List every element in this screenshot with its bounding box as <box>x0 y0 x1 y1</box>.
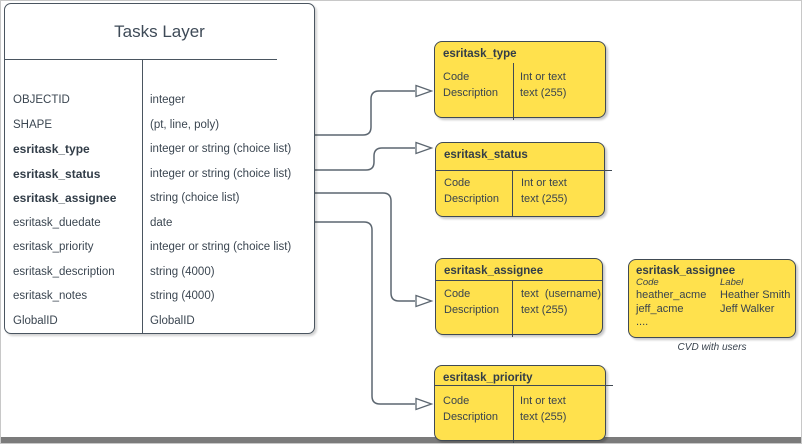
arrow-right-icon <box>415 84 434 98</box>
field-type: integer or string (choice list) <box>150 143 292 155</box>
code-type: Int or text <box>520 71 566 83</box>
field-type: string (4000) <box>150 265 215 278</box>
code-type: Int or text <box>520 395 566 407</box>
description-label: Description <box>443 86 499 99</box>
field-name: GlobalID <box>13 314 58 327</box>
code-label: Code <box>443 71 470 83</box>
choice-list-esritask-type: esritask_type Code Description Int or te… <box>434 41 606 120</box>
header-divider <box>435 385 613 386</box>
cvd-column-headers: Code Label <box>636 277 795 289</box>
code-label: Code <box>444 177 471 189</box>
code-type: Int or text <box>521 177 567 189</box>
table-row: OBJECTID integer <box>5 88 314 113</box>
title-divider <box>5 59 277 60</box>
code-label: Code <box>444 288 471 300</box>
description-label: Description <box>443 410 499 423</box>
choice-list-esritask-status: esritask_status Code Description Int or … <box>435 142 612 217</box>
description-type: text (255) <box>521 303 568 316</box>
code-type: text (username) <box>521 288 602 300</box>
table-row: SHAPE (pt, line, poly) <box>5 113 314 138</box>
choice-list-esritask-assignee: esritask_assignee Code Description text … <box>435 258 603 337</box>
connector-status <box>315 147 415 171</box>
field-type: integer or string (choice list) <box>150 241 292 253</box>
field-name: esritask_duedate <box>13 216 101 229</box>
table-row: esritask_assignee string (choice list) <box>5 186 314 211</box>
table-row: esritask_status integer or string (choic… <box>5 162 314 187</box>
description-type: text (255) <box>520 410 567 423</box>
cvd-box-title: esritask_assignee <box>636 265 736 277</box>
table-row: esritask_description string (4000) <box>5 260 314 285</box>
header-divider <box>436 280 602 281</box>
table-row: esritask_priority integer or string (cho… <box>5 235 314 260</box>
choice-list-title: esritask_type <box>443 48 517 60</box>
cell-divider <box>513 63 514 120</box>
cell-divider <box>513 385 514 443</box>
cvd-label: Jeff Walker <box>720 302 775 315</box>
header-divider <box>436 170 612 171</box>
cvd-label: Heather Smith <box>720 289 791 301</box>
field-name: SHAPE <box>13 118 52 131</box>
cell-divider <box>512 170 513 216</box>
field-type: (pt, line, poly) <box>150 118 220 131</box>
field-type: GlobalID <box>150 314 195 327</box>
field-name: esritask_status <box>13 166 101 181</box>
cvd-users-box: esritask_assignee Code Label heather_acm… <box>628 259 796 338</box>
arrow-right-icon <box>415 397 434 411</box>
choice-list-title: esritask_status <box>444 149 528 161</box>
field-name: OBJECTID <box>13 94 70 106</box>
cvd-label-header: Label <box>720 277 744 288</box>
field-name: esritask_description <box>13 265 115 278</box>
cvd-row: jeff_acme Jeff Walker <box>636 303 795 317</box>
choice-list-esritask-priority: esritask_priority Code Description Int o… <box>434 365 613 443</box>
cvd-row: heather_acme Heather Smith <box>636 289 795 303</box>
field-list: OBJECTID integer SHAPE (pt, line, poly) … <box>5 88 314 333</box>
field-name: esritask_notes <box>13 290 88 302</box>
bottom-window-edge <box>1 437 801 443</box>
field-type: integer or string (choice list) <box>150 167 292 180</box>
field-name: esritask_assignee <box>13 191 117 205</box>
table-row: esritask_duedate date <box>5 211 314 236</box>
table-row: esritask_type integer or string (choice … <box>5 137 314 162</box>
field-type: string (choice list) <box>150 192 240 204</box>
description-label: Description <box>444 303 500 316</box>
cvd-caption: CVD with users <box>677 342 747 353</box>
connector-priority <box>315 221 415 405</box>
choice-list-title: esritask_priority <box>443 372 533 384</box>
field-type: integer <box>150 94 186 106</box>
description-type: text (255) <box>520 86 567 99</box>
table-row: esritask_notes string (4000) <box>5 284 314 309</box>
field-type: string (4000) <box>150 290 215 302</box>
column-divider <box>142 59 143 333</box>
cvd-row: .... <box>636 316 795 330</box>
field-name: esritask_priority <box>13 241 94 253</box>
arrow-right-icon <box>415 141 434 155</box>
field-type: date <box>150 216 173 229</box>
description-label: Description <box>444 192 500 205</box>
page-title: Tasks Layer <box>114 21 205 41</box>
cvd-code: jeff_acme <box>636 302 684 315</box>
tasks-layer-table: Tasks Layer OBJECTID integer SHAPE (pt, … <box>4 3 315 334</box>
description-type: text (255) <box>521 192 568 205</box>
connector-assignee <box>315 192 415 302</box>
cell-divider <box>512 280 513 337</box>
choice-list-title: esritask_assignee <box>444 265 544 277</box>
cvd-code: .... <box>636 316 649 328</box>
code-label: Code <box>443 395 470 407</box>
arrow-right-icon <box>415 294 434 308</box>
field-name: esritask_type <box>13 142 90 156</box>
connector-type <box>315 90 415 136</box>
table-row: GlobalID GlobalID <box>5 309 314 334</box>
cvd-code: heather_acme <box>636 289 707 301</box>
cvd-code-header: Code <box>636 277 659 288</box>
